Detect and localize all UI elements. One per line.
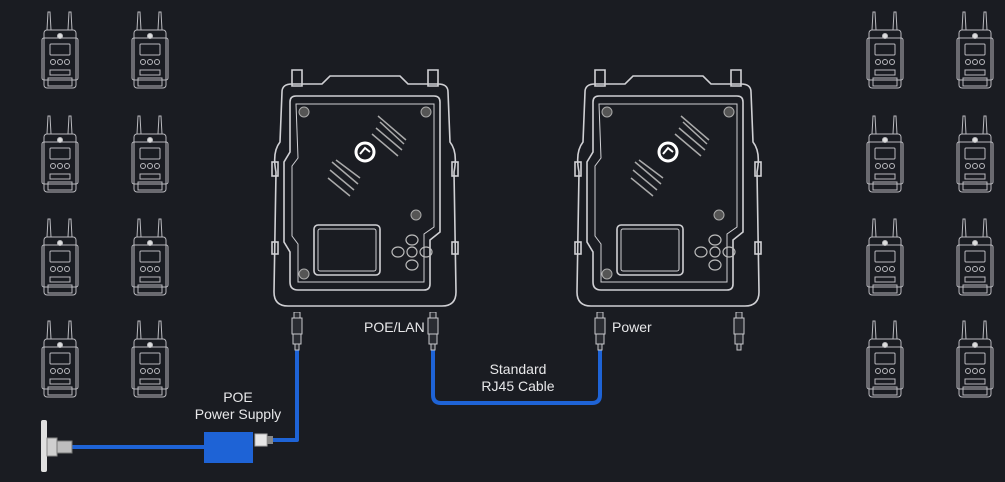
beltpack-icon xyxy=(956,320,994,398)
poe-lan-port-label: POE/LAN xyxy=(364,319,425,335)
beltpack-icon xyxy=(866,218,904,296)
beltpack-icon xyxy=(131,115,169,193)
power-supply-label-line2: Power Supply xyxy=(194,406,282,422)
beltpack-icon xyxy=(866,115,904,193)
beltpack-icon xyxy=(866,320,904,398)
cable-label: Standard RJ45 Cable xyxy=(468,361,568,395)
cables xyxy=(72,350,602,449)
base-station-secondary-icon xyxy=(573,68,763,308)
beltpack-icon xyxy=(41,115,79,193)
poe-power-supply-icon xyxy=(204,432,273,463)
beltpack-icon xyxy=(956,218,994,296)
cable-label-line1: Standard xyxy=(489,361,547,377)
beltpack-icon xyxy=(41,320,79,398)
beltpack-icon xyxy=(41,218,79,296)
power-supply-label-line1: POE xyxy=(223,389,253,405)
beltpack-icon xyxy=(866,11,904,89)
rj45-cable xyxy=(431,350,602,405)
connector-icon xyxy=(594,312,606,351)
poe-cable xyxy=(270,350,299,442)
beltpacks-right xyxy=(866,11,994,398)
connector-icon xyxy=(291,312,303,351)
beltpack-icon xyxy=(41,11,79,89)
power-port-label: Power xyxy=(612,319,652,335)
beltpack-icon xyxy=(956,11,994,89)
beltpack-icon xyxy=(131,11,169,89)
beltpacks-left xyxy=(41,11,169,398)
beltpack-icon xyxy=(131,320,169,398)
base-station-main-icon xyxy=(270,68,460,308)
power-supply-label: POE Power Supply xyxy=(183,389,293,423)
wall-outlet-icon xyxy=(41,420,73,472)
beltpack-icon xyxy=(956,115,994,193)
connector-icon xyxy=(733,312,745,351)
beltpack-icon xyxy=(131,218,169,296)
cable-label-line2: RJ45 Cable xyxy=(481,378,555,394)
connector-icon xyxy=(427,312,439,351)
